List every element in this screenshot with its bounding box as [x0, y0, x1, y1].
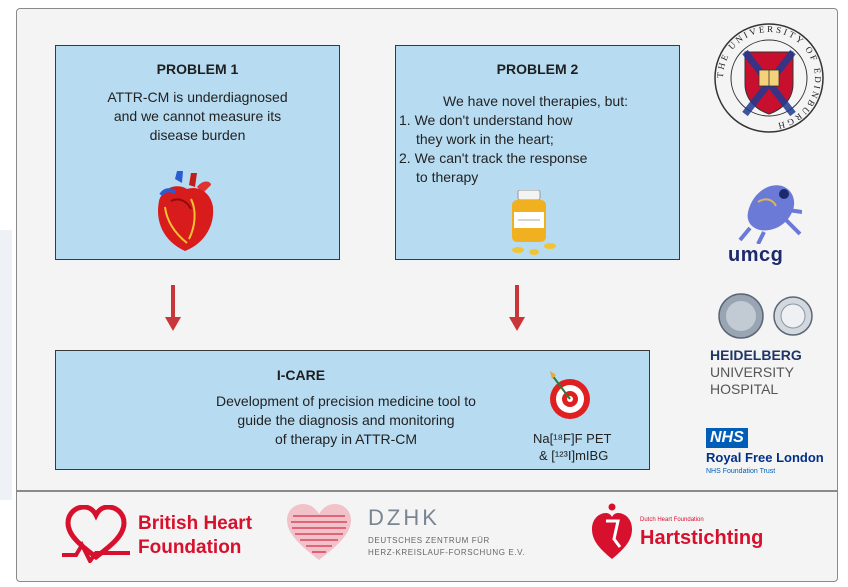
pet-label-line-1: Na[¹⁸F]F PET: [533, 431, 612, 446]
heidelberg-seals-logo: [718, 293, 813, 339]
icare-title: I-CARE: [276, 367, 326, 383]
pet-label-line-2: & [¹²³I]mIBG: [539, 448, 609, 463]
target-arrow-icon: [550, 371, 590, 419]
hartstichting-small-text: Dutch Heart Foundation: [640, 517, 704, 523]
down-arrow-1: [165, 285, 181, 331]
problem-1-line: ATTR-CM is underdiagnosed: [107, 89, 288, 105]
problem-1-line: and we cannot measure its: [113, 108, 282, 124]
umcg-wordmark: umcg: [728, 244, 784, 266]
hartstichting-wordmark: Hartstichting: [640, 527, 764, 549]
edinburgh-crest-logo: THE UNIVERSITY OF EDINBURGH: [714, 23, 824, 133]
problem-2-line: they work in the heart;: [416, 131, 554, 147]
heart-illustration-icon: [158, 171, 214, 251]
problem-1-box: PROBLEM 1 ATTR-CM is underdiagnosed and …: [55, 45, 340, 260]
down-arrow-2: [509, 285, 525, 331]
logo-divider: [16, 490, 838, 492]
left-edge-strip: [0, 230, 12, 500]
hartstichting-heart-logo: [592, 503, 632, 559]
problem-1-line: disease burden: [149, 127, 246, 143]
problem-2-line: to therapy: [416, 169, 479, 185]
problem-2-line: We have novel therapies, but:: [443, 93, 628, 109]
bhf-line-1: British Heart: [138, 513, 253, 534]
heidelberg-line-2: UNIVERSITY: [710, 364, 795, 380]
problem-1-text: ATTR-CM is underdiagnosed and we cannot …: [56, 88, 339, 145]
icare-line: Development of precision medicine tool t…: [216, 393, 476, 409]
problem-1-title: PROBLEM 1: [156, 61, 239, 77]
medicine-bottle-icon: [512, 190, 556, 255]
heidelberg-line-1: HEIDELBERG: [710, 347, 802, 363]
heidelberg-line-3: HOSPITAL: [710, 381, 779, 397]
dzhk-heart-logo: [287, 504, 351, 560]
dzhk-line-2: HERZ-KREISLAUF-FORSCHUNG E.V.: [368, 548, 526, 557]
icare-box: I-CARE Development of precision medicine…: [55, 350, 650, 470]
problem-2-line: 1. We don't understand how: [399, 112, 573, 128]
nhs-badge: NHS: [706, 428, 748, 448]
problem-2-line: 2. We can't track the response: [399, 150, 588, 166]
nhs-trust-subtitle: NHS Foundation Trust: [706, 468, 776, 475]
bhf-heart-logo: [62, 505, 130, 563]
dzhk-line-1: DEUTSCHES ZENTRUM FÜR: [368, 536, 490, 545]
icare-line: of therapy in ATTR-CM: [274, 431, 418, 447]
nhs-trust-name: Royal Free London: [706, 450, 824, 465]
dzhk-wordmark: DZHK: [368, 505, 440, 530]
bhf-line-2: Foundation: [138, 537, 242, 558]
problem-2-title: PROBLEM 2: [496, 61, 579, 77]
icare-line: guide the diagnosis and monitoring: [237, 412, 455, 428]
problem-2-box: PROBLEM 2 We have novel therapies, but: …: [395, 45, 680, 260]
icare-text: Development of precision medicine tool t…: [156, 392, 536, 449]
umcg-frog-logo: [738, 185, 802, 244]
